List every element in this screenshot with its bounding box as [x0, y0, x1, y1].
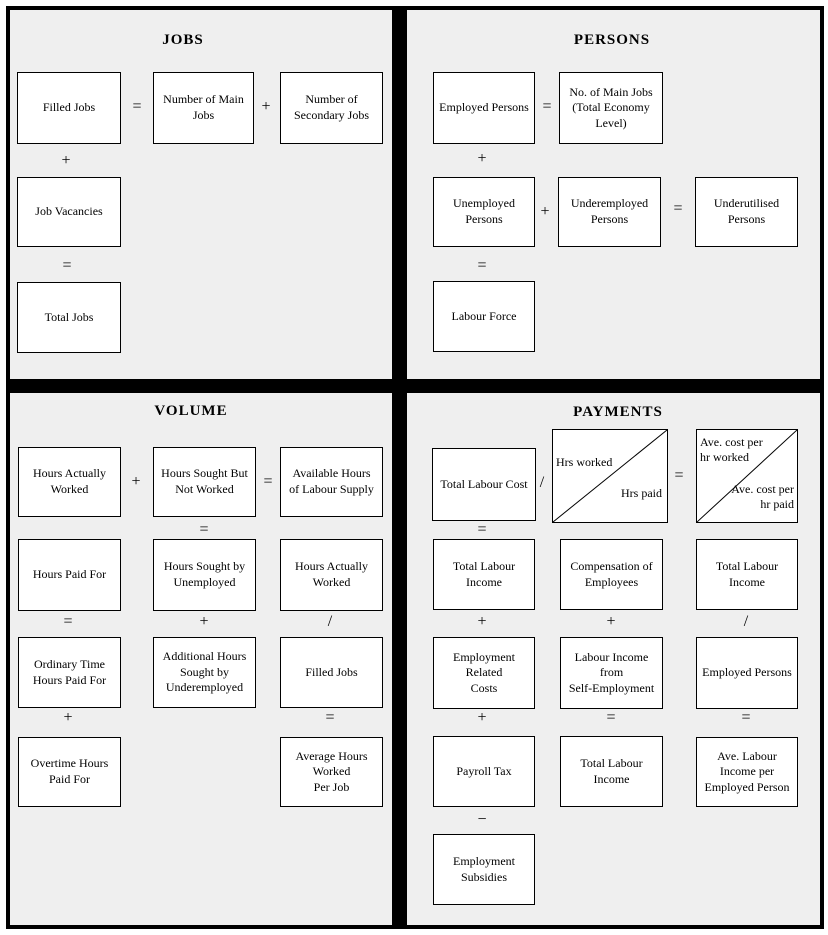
horizontal-divider [6, 379, 824, 393]
operator-equals: = [62, 257, 72, 274]
quadrant-title-payments: PAYMENTS [573, 404, 663, 420]
persons-box-underutilised-persons: Underutilised Persons [695, 177, 798, 247]
operator-plus: + [540, 203, 550, 220]
jobs-box-job-vacancies: Job Vacancies [17, 177, 121, 247]
payments-box-total-labour-cost: Total Labour Cost [432, 448, 536, 521]
operator-equals: = [674, 467, 684, 484]
operator-divide: / [327, 613, 333, 630]
persons-box-labour-force: Labour Force [433, 281, 535, 352]
volume-box-hours-paid-for: Hours Paid For [18, 539, 121, 611]
diagonal-line [697, 430, 797, 522]
operator-plus: + [606, 613, 616, 630]
payments-box-labour-income-from-self-employment: Labour Income from Self-Employment [560, 637, 663, 709]
payments-box-ave-cost-per-hr: Ave. cost per hr worked Ave. cost per hr… [696, 429, 798, 523]
operator-equals: = [477, 521, 487, 538]
diagonal-line [553, 430, 667, 522]
operator-plus: + [61, 152, 71, 169]
volume-box-hours-actually-worked-2: Hours Actually Worked [280, 539, 383, 611]
payments-box-employed-persons: Employed Persons [696, 637, 798, 709]
diag-label-hrs-worked: Hrs worked [556, 455, 613, 469]
quadrant-title-persons: PERSONS [573, 32, 651, 48]
payments-box-total-labour-income-3: Total Labour Income [560, 736, 663, 807]
quadrant-title-jobs: JOBS [162, 32, 204, 48]
operator-equals: = [325, 709, 335, 726]
diag-label-ave-cost-per-hr-worked: Ave. cost per hr worked [700, 435, 763, 464]
payments-box-compensation-of-employees: Compensation of Employees [560, 539, 663, 610]
persons-box-no-of-main-jobs-total-economy: No. of Main Jobs (Total Economy Level) [559, 72, 663, 144]
persons-box-unemployed-persons: Unemployed Persons [433, 177, 535, 247]
jobs-box-number-of-secondary-jobs: Number of Secondary Jobs [280, 72, 383, 144]
operator-equals: = [542, 98, 552, 115]
operator-divide: / [539, 474, 545, 491]
operator-equals: = [606, 709, 616, 726]
operator-equals: = [477, 257, 487, 274]
operator-plus: + [199, 613, 209, 630]
volume-box-filled-jobs: Filled Jobs [280, 637, 383, 708]
volume-box-additional-hours-sought-by-underemployed: Additional Hours Sought by Underemployed [153, 637, 256, 708]
diag-label-ave-cost-per-hr-paid: Ave. cost per hr paid [731, 482, 794, 511]
operator-plus: + [261, 98, 271, 115]
volume-box-hours-sought-by-unemployed: Hours Sought by Unemployed [153, 539, 256, 611]
quadrant-title-volume: VOLUME [154, 403, 228, 419]
jobs-box-number-of-main-jobs: Number of Main Jobs [153, 72, 254, 144]
volume-box-average-hours-worked-per-job: Average Hours Worked Per Job [280, 737, 383, 807]
operator-plus: + [131, 473, 141, 490]
operator-equals: = [673, 200, 683, 217]
payments-box-employment-related-costs: Employment Related Costs [433, 637, 535, 709]
operator-plus: + [477, 613, 487, 630]
persons-box-underemployed-persons: Underemployed Persons [558, 177, 661, 247]
payments-box-payroll-tax: Payroll Tax [433, 736, 535, 807]
volume-box-available-hours-of-labour-supply: Available Hours of Labour Supply [280, 447, 383, 517]
operator-equals: = [199, 521, 209, 538]
persons-box-employed-persons: Employed Persons [433, 72, 535, 144]
operator-plus: + [477, 150, 487, 167]
payments-box-ave-labour-income-per-employed-person: Ave. Labour Income per Employed Person [696, 737, 798, 807]
jobs-box-total-jobs: Total Jobs [17, 282, 121, 353]
payments-box-total-labour-income-2: Total Labour Income [696, 539, 798, 610]
vertical-divider [392, 6, 407, 929]
operator-minus: − [477, 811, 487, 828]
outer-frame [6, 6, 824, 929]
volume-box-ordinary-time-hours-paid-for: Ordinary Time Hours Paid For [18, 637, 121, 708]
payments-box-employment-subsidies: Employment Subsidies [433, 834, 535, 905]
operator-equals: = [63, 613, 73, 630]
volume-box-hours-actually-worked: Hours Actually Worked [18, 447, 121, 517]
operator-equals: = [132, 98, 142, 115]
volume-box-hours-sought-but-not-worked: Hours Sought But Not Worked [153, 447, 256, 517]
operator-equals: = [741, 709, 751, 726]
operator-plus: + [63, 709, 73, 726]
diag-label-hrs-paid: Hrs paid [621, 486, 662, 500]
jobs-box-filled-jobs: Filled Jobs [17, 72, 121, 144]
operator-divide: / [743, 613, 749, 630]
payments-box-hrs-worked-hrs-paid: Hrs worked Hrs paid [552, 429, 668, 523]
payments-box-total-labour-income-1: Total Labour Income [433, 539, 535, 610]
operator-equals: = [263, 473, 273, 490]
operator-plus: + [477, 709, 487, 726]
volume-box-overtime-hours-paid-for: Overtime Hours Paid For [18, 737, 121, 807]
